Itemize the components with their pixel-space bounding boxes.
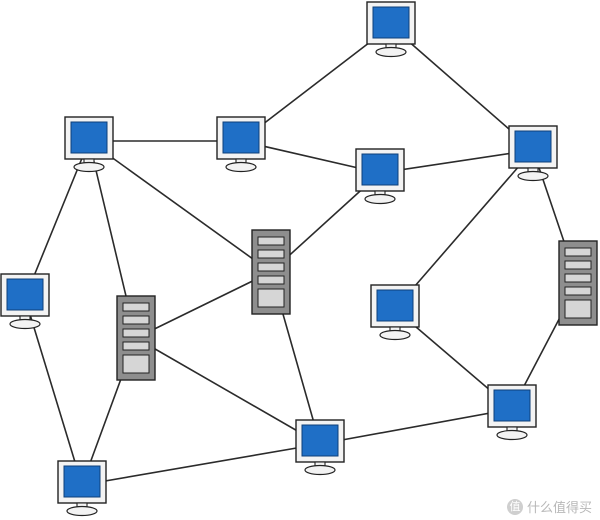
server-tower-icon xyxy=(558,240,598,326)
link-pc-top-to-pc-upper-middle xyxy=(240,25,392,142)
monitor-icon xyxy=(57,460,107,517)
link-pc-center-to-pc-upper-right xyxy=(379,149,534,174)
server-tower-icon xyxy=(116,295,156,381)
monitor-icon xyxy=(355,148,405,205)
server-tower-icon xyxy=(251,229,291,315)
link-server-center-to-server-left xyxy=(135,271,272,339)
monitor-icon xyxy=(508,125,558,182)
node-pc-bottom-center xyxy=(295,419,345,476)
node-pc-upper-left xyxy=(64,116,114,173)
node-pc-upper-right xyxy=(508,125,558,182)
node-pc-lower-right xyxy=(487,384,537,441)
link-pc-left-to-pc-bottom-left xyxy=(24,297,83,486)
monitor-icon xyxy=(366,1,416,58)
node-pc-bottom-left xyxy=(57,460,107,517)
monitor-icon xyxy=(487,384,537,441)
node-pc-upper-middle xyxy=(216,116,266,173)
monitor-icon xyxy=(64,116,114,173)
link-server-left-to-pc-bottom-center xyxy=(135,337,321,445)
link-pc-bottom-left-to-pc-bottom-center xyxy=(81,443,321,486)
node-server-right xyxy=(558,240,598,326)
node-pc-mid-right xyxy=(370,284,420,341)
node-pc-top xyxy=(366,1,416,58)
monitor-icon xyxy=(295,419,345,476)
node-server-left xyxy=(116,295,156,381)
watermark-logo-icon: 值 xyxy=(506,498,523,515)
node-pc-left xyxy=(0,273,50,330)
monitor-icon xyxy=(0,273,50,330)
monitor-icon xyxy=(216,116,266,173)
node-pc-center xyxy=(355,148,405,205)
watermark-text: 什么值得买 xyxy=(526,501,592,516)
watermark: 值 什么值得买 xyxy=(506,497,592,516)
monitor-icon xyxy=(370,284,420,341)
link-pc-lower-right-to-pc-bottom-center xyxy=(319,408,513,445)
node-server-center xyxy=(251,229,291,315)
link-pc-upper-left-to-server-center xyxy=(88,140,272,273)
link-pc-upper-right-to-pc-mid-right xyxy=(394,149,534,310)
